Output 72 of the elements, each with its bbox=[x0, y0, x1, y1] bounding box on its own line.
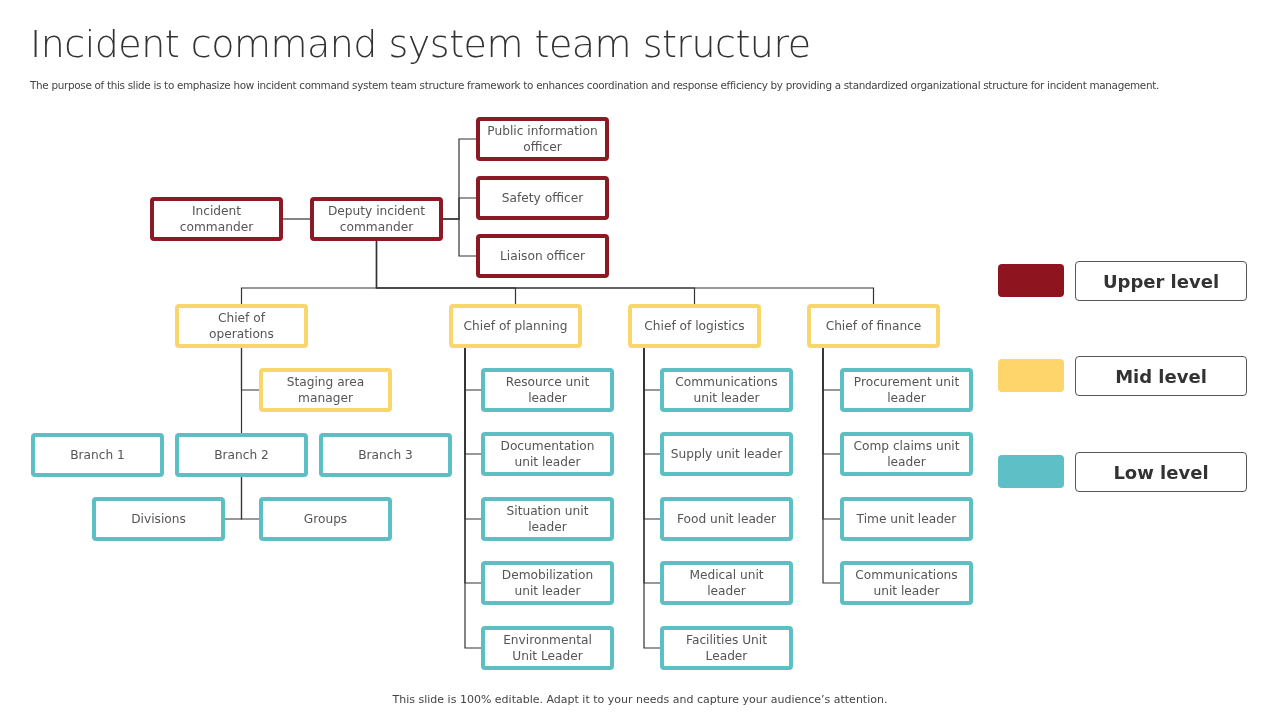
connector-line bbox=[822, 347, 841, 584]
role-box bbox=[481, 368, 614, 412]
role-box bbox=[807, 304, 940, 348]
role-label: Safety officer bbox=[500, 190, 585, 206]
role-label: Deputy incident commander bbox=[326, 203, 427, 235]
role-box bbox=[310, 197, 443, 241]
role-box bbox=[481, 432, 614, 476]
role-box bbox=[840, 561, 973, 605]
role-label: Chief of finance bbox=[824, 318, 923, 334]
connector-line bbox=[240, 476, 260, 520]
connector-line bbox=[643, 347, 661, 649]
role-box bbox=[476, 234, 609, 278]
connector-line bbox=[442, 218, 477, 257]
role-box bbox=[175, 304, 308, 348]
role-label: Demobilization unit leader bbox=[500, 567, 595, 599]
role-box bbox=[259, 368, 392, 412]
role-label: Facilities Unit Leader bbox=[685, 632, 768, 664]
role-box bbox=[660, 497, 793, 541]
role-box bbox=[840, 368, 973, 412]
role-box bbox=[481, 561, 614, 605]
role-label: Staging area manager bbox=[285, 374, 366, 406]
role-label: Branch 2 bbox=[213, 447, 270, 463]
role-label: Branch 3 bbox=[357, 447, 414, 463]
role-box bbox=[628, 304, 761, 348]
role-box bbox=[92, 497, 225, 541]
slide-subtitle: The purpose of this slide is to emphasize how incident command system team structure framework to enhances coordination and response efficiency by providing a standardized organizational structure for incident management. bbox=[30, 79, 1161, 91]
connector-line bbox=[375, 240, 875, 305]
role-label: Medical unit leader bbox=[688, 567, 765, 599]
role-label: Communications unit leader bbox=[674, 374, 779, 406]
role-label: Situation unit leader bbox=[505, 503, 590, 535]
role-label: Divisions bbox=[130, 511, 187, 527]
legend-label: Upper level bbox=[1075, 261, 1247, 301]
role-label: Incident commander bbox=[178, 203, 255, 235]
role-label: Chief of planning bbox=[462, 318, 569, 334]
role-box bbox=[660, 626, 793, 670]
role-label: Environmental Unit Leader bbox=[502, 632, 593, 664]
slide-title: Incident command system team structure bbox=[30, 22, 811, 66]
legend-label: Low level bbox=[1075, 452, 1247, 492]
role-box bbox=[660, 368, 793, 412]
role-label: Procurement unit leader bbox=[852, 374, 961, 406]
connector-line bbox=[240, 347, 243, 434]
role-box bbox=[660, 561, 793, 605]
legend-label: Mid level bbox=[1075, 356, 1247, 396]
role-box bbox=[31, 433, 164, 477]
role-box bbox=[481, 626, 614, 670]
role-box bbox=[449, 304, 582, 348]
role-box bbox=[481, 497, 614, 541]
role-label: Groups bbox=[302, 511, 349, 527]
role-label: Liaison officer bbox=[499, 248, 586, 264]
role-box bbox=[840, 432, 973, 476]
role-label: Documentation unit leader bbox=[499, 438, 596, 470]
role-box bbox=[840, 497, 973, 541]
role-box bbox=[476, 176, 609, 220]
role-label: Public information officer bbox=[486, 123, 599, 155]
role-label: Chief of operations bbox=[208, 310, 275, 342]
role-box bbox=[150, 197, 283, 241]
role-box bbox=[660, 432, 793, 476]
role-label: Communications unit leader bbox=[854, 567, 959, 599]
role-box bbox=[259, 497, 392, 541]
role-label: Food unit leader bbox=[675, 511, 778, 527]
role-box bbox=[476, 117, 609, 161]
role-box bbox=[175, 433, 308, 477]
role-label: Resource unit leader bbox=[504, 374, 591, 406]
role-label: Branch 1 bbox=[69, 447, 126, 463]
footer-note: This slide is 100% editable. Adapt it to your needs and capture your audience’s attention. bbox=[391, 693, 889, 706]
role-label: Supply unit leader bbox=[669, 446, 784, 462]
role-label: Comp claims unit leader bbox=[852, 438, 961, 470]
role-box bbox=[319, 433, 452, 477]
connector-line bbox=[282, 218, 311, 220]
role-label: Time unit leader bbox=[855, 511, 958, 527]
role-label: Chief of logistics bbox=[643, 318, 746, 334]
connector-line bbox=[464, 347, 482, 649]
